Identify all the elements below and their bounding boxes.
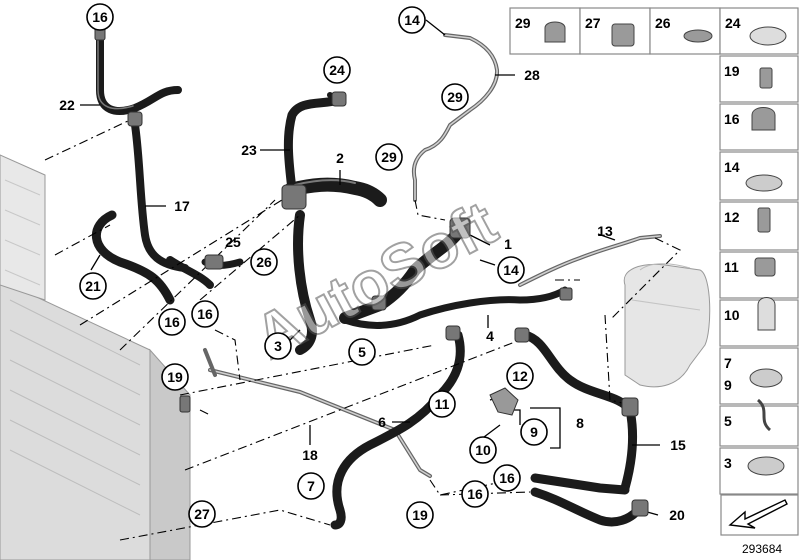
clips: [94, 27, 649, 517]
callout-label: 15: [670, 437, 686, 453]
callout-label: 3: [274, 338, 282, 354]
callout-label: 11: [435, 396, 450, 412]
callout-26: 26: [250, 248, 278, 276]
callout-22: 22: [59, 97, 75, 113]
callout-label: 14: [404, 12, 420, 28]
panel-cell-label: 5: [724, 413, 732, 429]
panel-cell-label: 19: [724, 63, 740, 79]
panel-cell-label: 3: [724, 455, 732, 471]
panel-cell-label: 29: [515, 15, 531, 31]
panel-cell-19: [719, 55, 799, 103]
install-direction-icon: [728, 499, 788, 529]
callout-27: 27: [188, 500, 216, 528]
callout-label: 16: [92, 9, 108, 25]
callout-17: 17: [174, 198, 190, 214]
callout-label: 19: [412, 507, 428, 523]
radiator: [0, 154, 191, 560]
callout-label: 17: [174, 198, 190, 214]
callout-label: 24: [329, 62, 345, 78]
callout-5: 5: [348, 338, 376, 366]
callout-label: 26: [256, 254, 272, 270]
callout-15: 15: [670, 437, 686, 453]
callout-20: 20: [669, 507, 685, 523]
panel-cell-label: 26: [655, 15, 671, 31]
panel-cell-5: [719, 405, 799, 447]
callout-25: 25: [225, 234, 241, 250]
callout-2: 2: [336, 150, 344, 166]
callout-12: 12: [506, 362, 534, 390]
callout-label: 4: [486, 328, 494, 344]
callout-23: 23: [241, 142, 257, 158]
callout-21: 21: [79, 272, 107, 300]
callout-label: 20: [669, 507, 685, 523]
callout-label: 29: [381, 149, 397, 165]
panel-cell-label: 11: [724, 259, 739, 275]
callout-4: 4: [486, 328, 494, 344]
callout-16: 16: [191, 300, 219, 328]
callout-19: 19: [161, 363, 189, 391]
callout-label: 22: [59, 97, 75, 113]
callout-7: 7: [297, 472, 325, 500]
callout-14: 14: [398, 6, 426, 34]
callout-29: 29: [441, 83, 469, 111]
callout-label: 10: [475, 442, 491, 458]
parts-panel: 29 27 26 24 19 16 14 12 11 10 7 9 5 3 293684: [509, 7, 799, 556]
diagram-id: 293684: [742, 542, 782, 556]
callout-16: 16: [493, 464, 521, 492]
callout-label: 16: [197, 306, 213, 322]
callout-label: 5: [358, 344, 366, 360]
callout-label: 16: [164, 314, 180, 330]
panel-cell-label: 27: [585, 15, 601, 31]
panel-cell-label: 16: [724, 111, 740, 127]
panel-cell-label: 10: [724, 307, 740, 323]
panel-cell-26: [649, 7, 721, 55]
callout-19: 19: [406, 501, 434, 529]
callout-24: 24: [323, 56, 351, 84]
callout-label: 23: [241, 142, 257, 158]
callout-label: 1: [504, 236, 512, 252]
callout-8: 8: [576, 415, 584, 431]
callout-9: 9: [520, 418, 548, 446]
callout-label: 14: [503, 262, 519, 278]
callout-28: 28: [524, 67, 540, 83]
callout-label: 18: [302, 447, 318, 463]
callout-label: 16: [499, 470, 515, 486]
expansion-tank: [623, 263, 711, 388]
callout-label: 13: [597, 223, 613, 239]
callout-10: 10: [469, 436, 497, 464]
callout-1: 1: [504, 236, 512, 252]
callout-label: 21: [85, 278, 101, 294]
callout-label: 9: [530, 424, 538, 440]
callout-11: 11: [428, 390, 456, 418]
callout-label: 25: [225, 234, 241, 250]
callout-16: 16: [158, 308, 186, 336]
callout-29: 29: [375, 143, 403, 171]
callout-label: 12: [512, 368, 528, 384]
callout-3: 3: [264, 332, 292, 360]
callout-18: 18: [302, 447, 318, 463]
callout-label: 16: [467, 486, 483, 502]
panel-cell-label: 24: [725, 15, 741, 31]
coolant-hoses: [92, 36, 645, 530]
callout-label: 28: [524, 67, 540, 83]
callout-16: 16: [461, 480, 489, 508]
callout-label: 7: [307, 478, 315, 494]
callout-14: 14: [497, 256, 525, 284]
callout-label: 19: [167, 369, 183, 385]
callout-label: 29: [447, 89, 463, 105]
callout-label: 6: [378, 414, 386, 430]
callout-13: 13: [597, 223, 613, 239]
callout-6: 6: [378, 414, 386, 430]
callout-label: 27: [194, 506, 210, 522]
panel-cell-label: 7: [724, 355, 732, 371]
panel-cell-label: 14: [724, 159, 740, 175]
callout-label: 2: [336, 150, 344, 166]
panel-cell-label: 9: [724, 377, 732, 393]
panel-cell-label: 12: [724, 209, 740, 225]
callout-label: 8: [576, 415, 584, 431]
callout-16: 16: [86, 3, 114, 31]
